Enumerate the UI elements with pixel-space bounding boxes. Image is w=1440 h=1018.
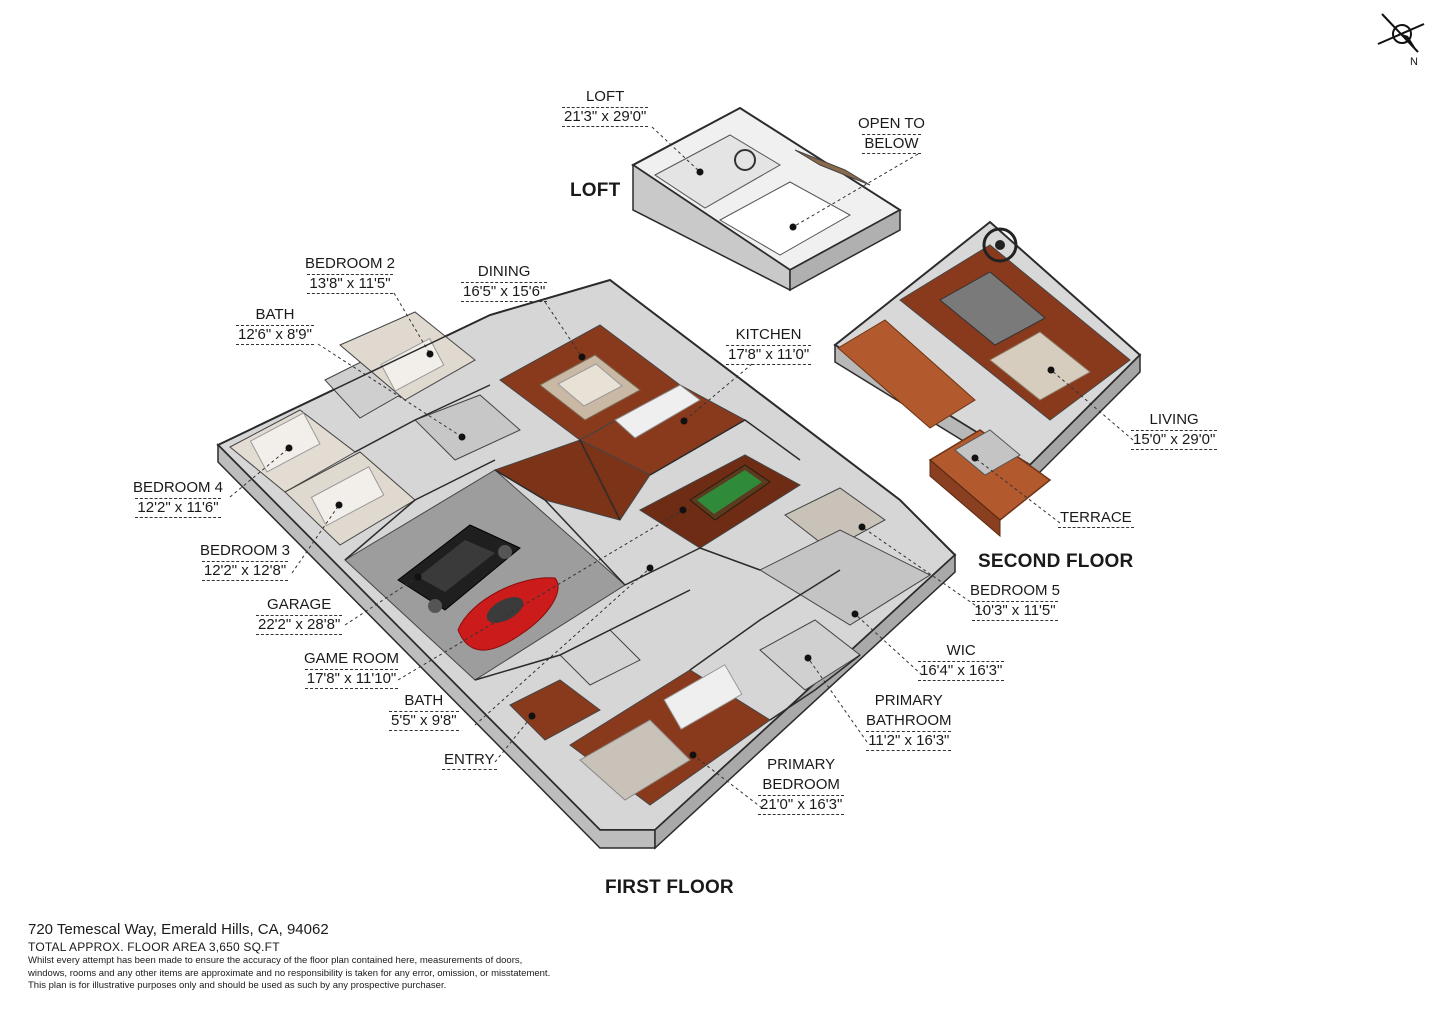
bedroom-4-name: BEDROOM 4 — [133, 479, 224, 496]
bedroom-5-name: BEDROOM 5 — [970, 582, 1061, 599]
dining-name: DINING — [477, 263, 531, 280]
bedroom-4-room — [229, 409, 356, 493]
terrace-label: TERRACE — [1058, 508, 1134, 528]
bath-lower-name: BATH — [404, 692, 444, 709]
dining-label: DINING 16'5" x 15'6" — [461, 262, 548, 302]
garage-dimensions: 22'2" x 28'8" — [256, 615, 343, 635]
loft-label: LOFT 21'3" x 29'0" — [562, 87, 649, 127]
first-floor-model — [216, 278, 957, 850]
bath-upper-dimensions: 12'6" x 8'9" — [236, 325, 314, 345]
bath-lower-dimensions: 5'5" x 9'8" — [389, 711, 459, 731]
loft-model — [631, 106, 902, 292]
total-floor-area: TOTAL APPROX. FLOOR AREA 3,650 SQ.FT — [28, 940, 280, 954]
bedroom-3-dimensions: 12'2" x 12'8" — [201, 561, 289, 581]
hall-bath-room — [414, 394, 521, 461]
bath-lower-label: BATH 5'5" x 9'8" — [389, 691, 459, 731]
bedroom-3-room — [284, 451, 416, 546]
entry-label: ENTRY — [442, 750, 497, 770]
first-floor-title: FIRST FLOOR — [605, 877, 734, 898]
garage-name: GARAGE — [267, 596, 332, 613]
open-to-below-line1: OPEN TO — [858, 115, 925, 132]
wic-room — [758, 529, 932, 626]
primary-bathroom-line2: BATHROOM — [866, 712, 952, 729]
terrace — [928, 429, 1052, 538]
black-suv-car — [397, 524, 521, 613]
wic-name: WIC — [946, 642, 976, 659]
bedroom-5-room — [784, 487, 886, 551]
compass-north-label: N — [1410, 56, 1418, 68]
dining-room — [499, 324, 681, 441]
plan-footer: 720 Temescal Way, Emerald Hills, CA, 940… — [28, 921, 668, 993]
kitchen-label: KITCHEN 17'8" x 11'0" — [726, 325, 812, 365]
spiral-staircase — [982, 227, 1018, 263]
property-address: 720 Temescal Way, Emerald Hills, CA, 940… — [28, 921, 329, 938]
bookshelf — [794, 149, 871, 186]
bath-upper-label: BATH 12'6" x 8'9" — [236, 305, 314, 345]
dining-dimensions: 16'5" x 15'6" — [461, 282, 548, 302]
bath-upper-name: BATH — [255, 306, 295, 323]
second-floor-model — [833, 220, 1142, 538]
primary-bedroom-dimensions: 21'0" x 16'3" — [758, 795, 845, 815]
open-to-below-line2: BELOW — [862, 134, 921, 154]
bedroom-4-label: BEDROOM 4 12'2" x 11'6" — [133, 478, 223, 518]
bedroom-2-dimensions: 13'8" x 11'5" — [307, 274, 393, 294]
kitchen-dimensions: 17'8" x 11'0" — [726, 345, 812, 365]
loft-floor-title: LOFT — [570, 180, 621, 201]
disclaimer-text: Whilst every attempt has been made to en… — [28, 955, 551, 991]
bedroom-4-dimensions: 12'2" x 11'6" — [135, 498, 221, 518]
pool-table — [689, 464, 771, 521]
kitchen-name: KITCHEN — [735, 326, 802, 343]
primary-bathroom-label: PRIMARY BATHROOM 11'2" x 16'3" — [866, 691, 952, 751]
game-room-name: GAME ROOM — [304, 650, 400, 667]
north-arrow-icon: N — [1372, 6, 1432, 70]
primary-bedroom-line2: BEDROOM — [762, 776, 840, 793]
living-room — [899, 244, 1131, 421]
living-name: LIVING — [1149, 411, 1199, 428]
bedroom-3-name: BEDROOM 3 — [200, 542, 291, 559]
game-room — [639, 454, 801, 549]
deck — [837, 319, 976, 429]
second-floor-title: SECOND FLOOR — [978, 551, 1134, 572]
primary-bedroom-line1: PRIMARY — [767, 756, 836, 773]
entry-name: ENTRY — [442, 751, 497, 770]
loft-dimensions: 21'3" x 29'0" — [562, 107, 649, 127]
living-dimensions: 15'0" x 29'0" — [1131, 430, 1218, 450]
bedroom-5-dimensions: 10'3" x 11'5" — [972, 601, 1058, 621]
garage-label: GARAGE 22'2" x 28'8" — [256, 595, 343, 635]
wic-dimensions: 16'4" x 16'3" — [918, 661, 1005, 681]
living-label: LIVING 15'0" x 29'0" — [1131, 410, 1218, 450]
terrace-name: TERRACE — [1058, 509, 1134, 528]
primary-bedroom-label: PRIMARY BEDROOM 21'0" x 16'3" — [758, 755, 845, 815]
game-room-label: GAME ROOM 17'8" x 11'10" — [304, 649, 399, 689]
wic-label: WIC 16'4" x 16'3" — [918, 641, 1005, 681]
primary-bathroom-dimensions: 11'2" x 16'3" — [866, 731, 952, 751]
bedroom-2-name: BEDROOM 2 — [305, 255, 396, 272]
primary-bathroom-line1: PRIMARY — [874, 692, 943, 709]
open-to-below-label: OPEN TO BELOW — [858, 114, 925, 154]
loft-name: LOFT — [585, 88, 625, 105]
bedroom-2-label: BEDROOM 2 13'8" x 11'5" — [305, 254, 395, 294]
entry-room — [509, 679, 601, 741]
bedroom-3-label: BEDROOM 3 12'2" x 12'8" — [200, 541, 290, 581]
game-room-dimensions: 17'8" x 11'10" — [304, 669, 399, 689]
bedroom-5-label: BEDROOM 5 10'3" x 11'5" — [970, 581, 1060, 621]
